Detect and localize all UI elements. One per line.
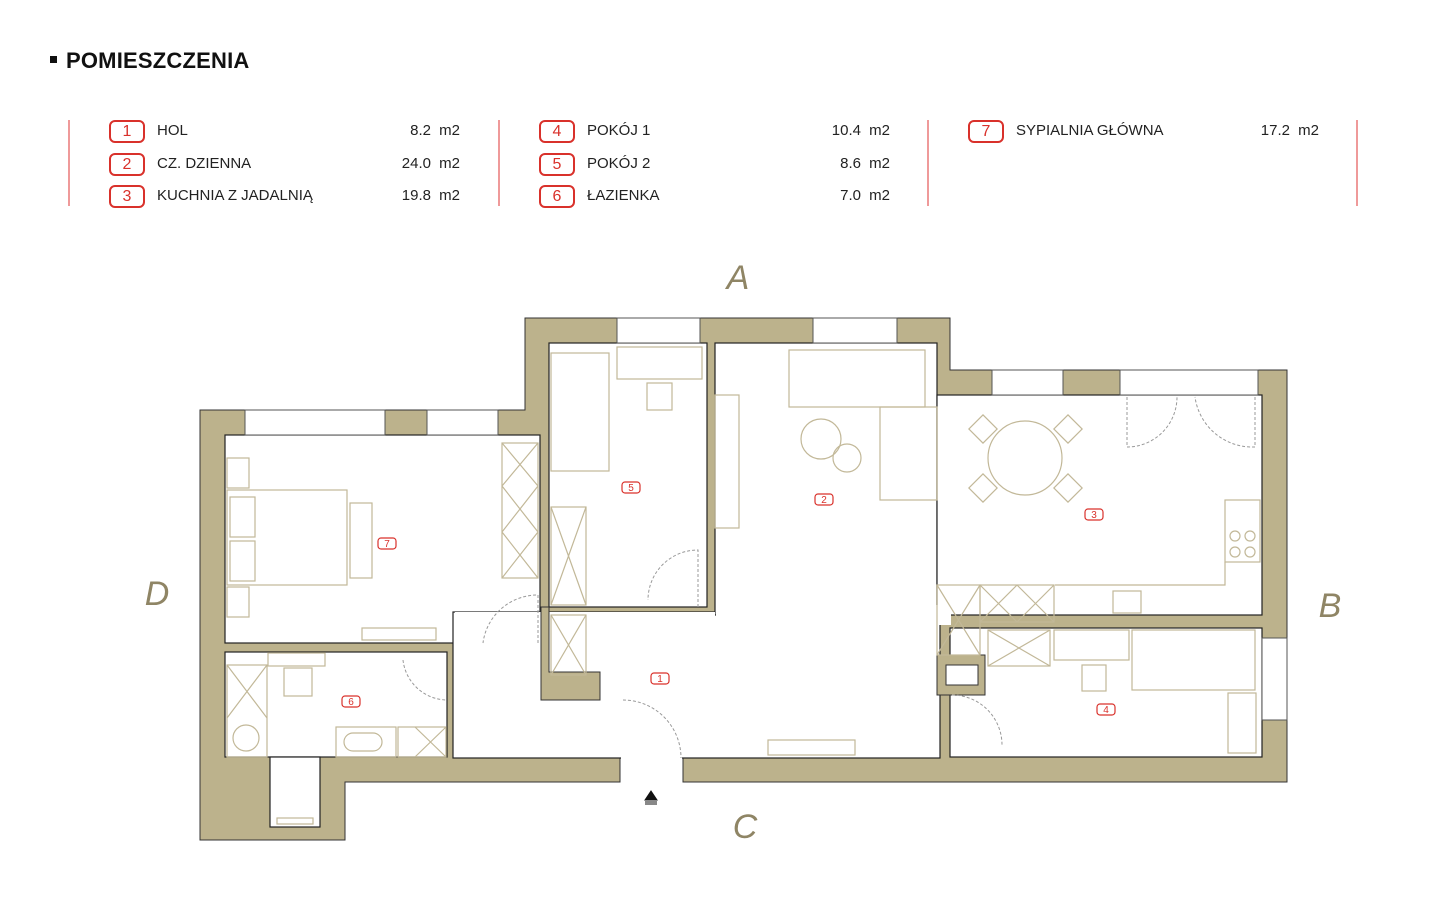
balcony-niche (269, 756, 321, 828)
room-number-badge: 3 (109, 185, 145, 208)
compass-label-d: D (145, 575, 170, 613)
window (1261, 637, 1288, 721)
room-name: KUCHNIA Z JADALNIĄ (157, 187, 313, 204)
entrance-door-opening (621, 756, 682, 784)
room-marker-6: 6 (341, 695, 361, 708)
open-passage (716, 605, 951, 625)
room-area: 17.2 m2 (1260, 122, 1319, 139)
furniture (226, 346, 1261, 825)
room-name: POKÓJ 2 (587, 155, 651, 172)
section-title-text: POMIESZCZENIA (66, 48, 250, 73)
room-number-badge: 7 (968, 120, 1004, 143)
room-marker-1: 1 (650, 672, 670, 685)
compass-label-c: C (733, 808, 758, 846)
room-area: 8.6 m2 (840, 155, 890, 172)
room-number-badge: 2 (109, 153, 145, 176)
compass-label-b: B (1319, 587, 1342, 625)
svg-text:3: 3 (1091, 510, 1097, 521)
room-area: 19.8 m2 (401, 187, 460, 204)
room-name: SYPIALNIA GŁÓWNA (1016, 122, 1164, 139)
legend-divider (1356, 120, 1358, 206)
legend-item-pokoj2: 5 POKÓJ 2 8.6 m2 (539, 153, 899, 176)
room-name: HOL (157, 122, 188, 139)
room-hall (452, 611, 941, 759)
svg-text:5: 5 (628, 483, 634, 494)
legend-divider (68, 120, 70, 206)
legend-item-lazienka: 6 ŁAZIENKA 7.0 m2 (539, 185, 899, 208)
room-marker-2: 2 (814, 493, 834, 506)
room-area: 24.0 m2 (401, 155, 460, 172)
door-swings (402, 396, 1256, 759)
legend-item-kuchnia: 3 KUCHNIA Z JADALNIĄ 19.8 m2 (109, 185, 469, 208)
window (426, 409, 499, 436)
legend-item-hol: 1 HOL 8.2 m2 (109, 120, 469, 143)
window (1119, 369, 1259, 396)
room-number-badge: 5 (539, 153, 575, 176)
room-marker-4: 4 (1096, 703, 1116, 716)
room-marker-3: 3 (1084, 508, 1104, 521)
section-title: POMIESZCZENIA (50, 48, 250, 74)
room-area: 7.0 m2 (840, 187, 890, 204)
bullet-icon (50, 55, 57, 63)
compass-label-a: A (725, 259, 750, 297)
oven-icon (945, 664, 979, 686)
svg-text:4: 4 (1103, 705, 1109, 716)
room-pokoj-2 (548, 342, 708, 608)
window (244, 409, 386, 436)
svg-text:7: 7 (384, 539, 390, 550)
wall-stub (540, 606, 601, 701)
room-living (714, 342, 938, 616)
room-area: 8.2 m2 (410, 122, 460, 139)
room-area: 10.4 m2 (831, 122, 890, 139)
room-number-badge: 1 (109, 120, 145, 143)
room-number-badge: 4 (539, 120, 575, 143)
entrance-arrow-icon (644, 790, 658, 805)
svg-text:2: 2 (821, 495, 827, 506)
legend-item-pokoj1: 4 POKÓJ 1 10.4 m2 (539, 120, 899, 143)
room-marker-7: 7 (377, 537, 397, 550)
window (812, 317, 898, 344)
svg-text:1: 1 (657, 674, 663, 685)
window (991, 369, 1064, 396)
room-pokoj-1 (949, 627, 1263, 758)
room-name: POKÓJ 1 (587, 122, 651, 139)
legend-item-sypialnia: 7 SYPIALNIA GŁÓWNA 17.2 m2 (968, 120, 1328, 143)
room-name: ŁAZIENKA (587, 187, 660, 204)
room-number-badge: 6 (539, 185, 575, 208)
room-marker-5: 5 (621, 481, 641, 494)
legend-divider (498, 120, 500, 206)
legend-divider (927, 120, 929, 206)
svg-text:6: 6 (348, 697, 354, 708)
room-name: CZ. DZIENNA (157, 155, 252, 172)
legend-item-dzienna: 2 CZ. DZIENNA 24.0 m2 (109, 153, 469, 176)
room-kitchen (936, 394, 1263, 616)
window (616, 317, 701, 344)
